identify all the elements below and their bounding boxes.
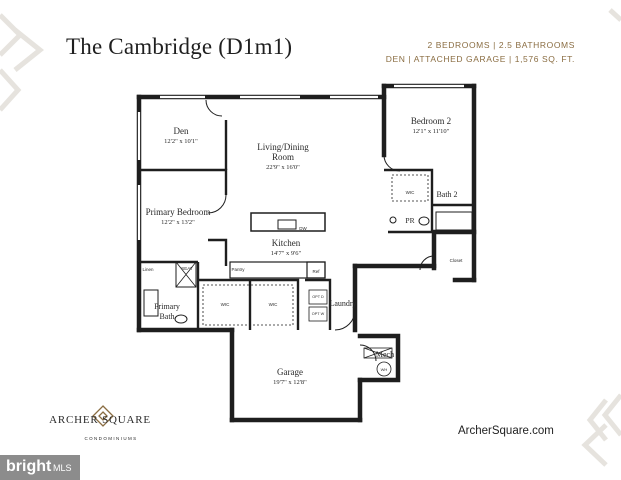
opt-dryer-label: OPT D [312, 295, 324, 299]
primary-bedroom-size: 12'2" x 13'2" [161, 219, 195, 226]
wall-mech [357, 333, 401, 383]
primary-bedroom-label: Primary Bedroom [146, 207, 211, 217]
opt-washer-label: OPT W [312, 312, 325, 316]
bath2-label: Bath 2 [436, 190, 457, 199]
pantry-label: Pantry [231, 267, 245, 272]
wic-label-1: WIC [221, 302, 230, 307]
kitchen-sink [277, 219, 297, 230]
corner-pattern-tl-3 [0, 68, 22, 112]
mech-label: Mech [376, 350, 394, 359]
pr-label: PR [405, 216, 414, 225]
wall-wic2 [384, 168, 434, 205]
kitchen-label: Kitchen [272, 238, 301, 248]
bathtub [435, 211, 473, 231]
door-bed2 [383, 154, 401, 172]
opt-dryer [308, 289, 328, 305]
seat-label: SEAT [181, 266, 193, 271]
wall-primary-east [208, 238, 228, 266]
corner-pattern-br-3 [601, 393, 621, 437]
primary-bath-label-2: Bath [159, 312, 174, 321]
brand-sub: CONDOMINIUMS [84, 436, 138, 441]
primary-toilet [174, 314, 188, 324]
garage-size: 19'7" x 12'8" [273, 379, 307, 386]
door-primary [207, 194, 227, 214]
laundry-label: Laundry [329, 299, 356, 308]
wall-wic [198, 278, 300, 330]
door-den [205, 99, 223, 117]
primary-vanity [143, 289, 159, 317]
website-link[interactable]: ArcherSquare.com [458, 425, 554, 437]
watermark-bright: bright [6, 458, 52, 475]
corner-pattern-br-2 [581, 423, 608, 467]
den-size: 12'2" x 10'1" [164, 138, 198, 145]
den-label: Den [174, 126, 189, 136]
plan-title: The Cambridge (D1m1) [66, 34, 293, 59]
living-label-1: Living/Dining [257, 142, 309, 152]
water-heater [376, 361, 392, 377]
dw-label: DW [299, 226, 307, 231]
door-mech [359, 344, 377, 362]
living-size: 22'9" x 16'0" [266, 164, 300, 171]
closet-shelves [202, 174, 429, 326]
door-swings [205, 99, 435, 362]
ref-label: Ref [312, 269, 320, 274]
refrigerator [306, 261, 326, 279]
watermark-mls: MLS [53, 463, 72, 473]
brand-name: ARCHER SQUARE [49, 414, 151, 426]
spec-bed-bath: 2 BEDROOMS | 2.5 BATHROOMS [427, 40, 575, 50]
pr-sink [389, 216, 397, 224]
interior-walls [139, 120, 474, 330]
corner-pattern-tl-2 [13, 28, 45, 72]
opt-washer [308, 306, 328, 322]
pr-toilet [418, 216, 430, 226]
wh-label: WH [381, 367, 388, 372]
spec-den-garage-sqft: DEN | ATTACHED GARAGE | 1,576 SQ. FT. [385, 54, 575, 64]
mech-unit [363, 347, 393, 359]
bright-mls-watermark: bright MLS [0, 455, 80, 480]
garage-label: Garage [277, 367, 303, 377]
wic-label-2: WIC [269, 302, 278, 307]
kitchen-size: 14'7" x 9'6" [271, 250, 302, 257]
closet-label: Closet [450, 258, 464, 263]
north-windows [137, 84, 464, 240]
door-laundry [334, 309, 356, 331]
living-label-2: Room [272, 152, 294, 162]
primary-bath-label-1: Primary [154, 302, 180, 311]
wic-label-3: WIC [406, 190, 415, 195]
corner-pattern-tr-1 [608, 8, 621, 22]
door-closet [419, 255, 435, 271]
wall-opt-closets [305, 278, 332, 330]
kitchen-island [250, 212, 326, 232]
bedroom2-size: 12'1" x 11'10" [413, 128, 450, 135]
linen-label: Linen [142, 267, 154, 272]
bedroom2-label: Bedroom 2 [411, 116, 451, 126]
primary-shower [175, 261, 197, 288]
